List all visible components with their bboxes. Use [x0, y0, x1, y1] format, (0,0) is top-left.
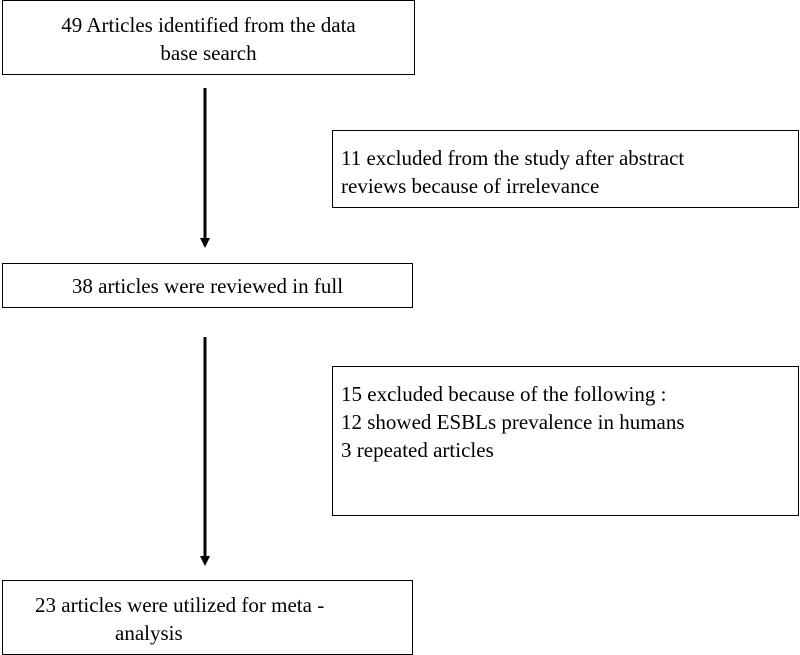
arrowhead-identified-to-reviewed	[200, 238, 210, 248]
excluded-full-line-2: 12 showed ESBLs prevalence in humans	[341, 410, 685, 434]
identified-articles-box: 49 Articles identified from the data bas…	[2, 0, 415, 75]
identified-line-2: base search	[160, 41, 257, 65]
utilized-line-1: 23 articles were utilized for meta -	[35, 593, 325, 617]
reviewed-articles-box: 38 articles were reviewed in full	[2, 263, 413, 308]
reviewed-line-1: 38 articles were reviewed in full	[71, 274, 344, 298]
excluded-full-text-box: 15 excluded because of the following : 1…	[332, 366, 799, 516]
excluded-abstract-line-2: reviews because of irrelevance	[341, 174, 600, 198]
utilized-line-2: analysis	[115, 621, 183, 645]
identified-line-1: 49 Articles identified from the data	[61, 13, 356, 37]
utilized-articles-box: 23 articles were utilized for meta - ana…	[2, 580, 413, 655]
excluded-abstract-line-1: 11 excluded from the study after abstrac…	[341, 146, 685, 170]
excluded-abstract-box: 11 excluded from the study after abstrac…	[332, 130, 799, 208]
excluded-full-line-3: 3 repeated articles	[341, 438, 494, 462]
excluded-full-line-1: 15 excluded because of the following :	[341, 382, 667, 406]
arrowhead-reviewed-to-utilized	[200, 556, 210, 566]
